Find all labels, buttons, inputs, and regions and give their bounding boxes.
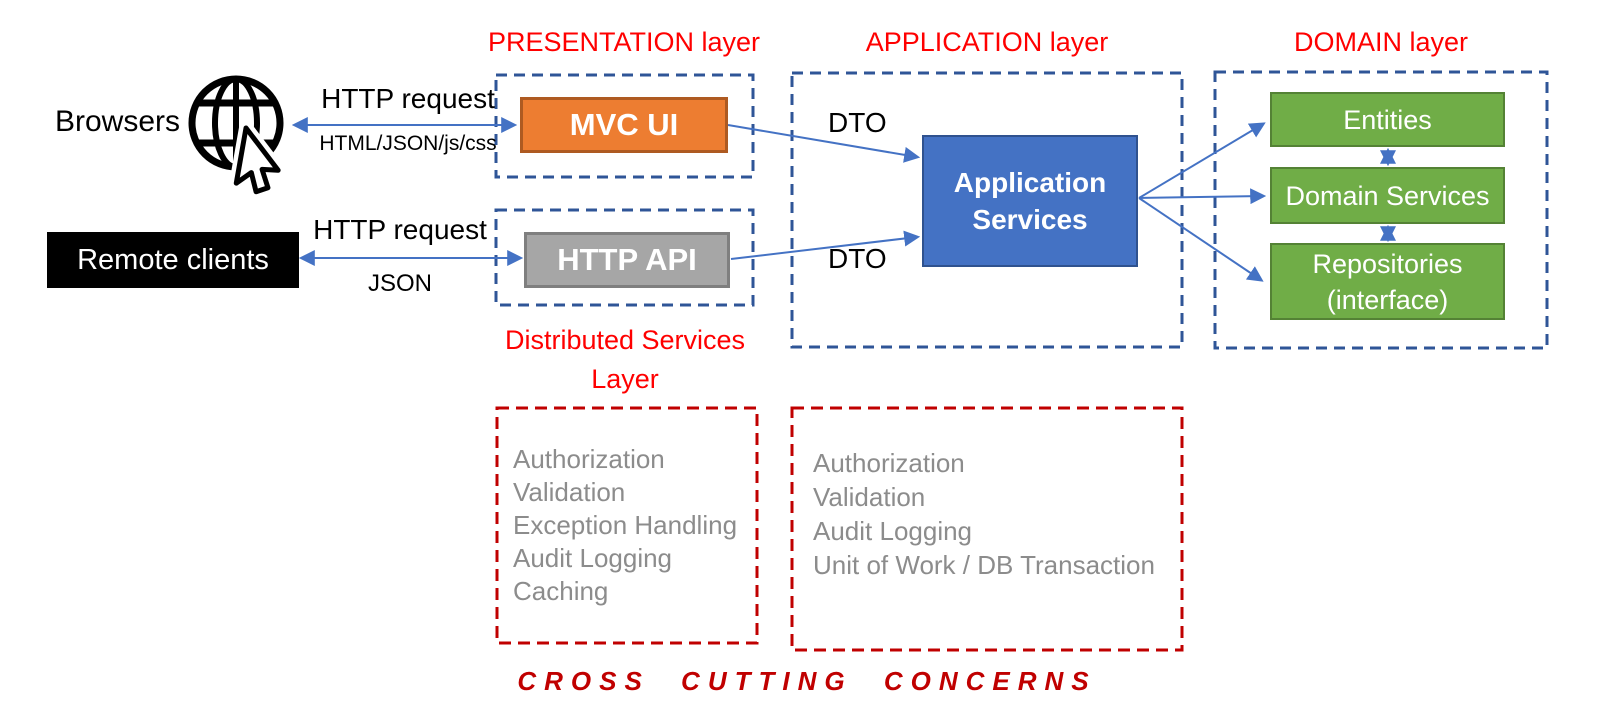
distributed-title-line2: Layer <box>591 364 659 394</box>
appservices-to-domainservices-arrow <box>1138 188 1267 205</box>
distributed-services-layer-title: Distributed Services Layer <box>480 321 770 399</box>
concern-item: Unit of Work / DB Transaction <box>813 550 1155 580</box>
concern-item: Authorization <box>513 444 665 474</box>
mvc-to-appservices-arrow <box>727 124 921 163</box>
appservices-to-entities-arrow <box>1138 122 1266 199</box>
browsers-label: Browsers <box>55 105 181 138</box>
concern-item: Validation <box>813 482 926 512</box>
entities-box: Entities <box>1270 92 1505 147</box>
concern-item: Caching <box>513 576 609 606</box>
domain-layer-title: DOMAIN layer <box>1293 27 1469 57</box>
distributed-title-line1: Distributed Services <box>504 325 746 355</box>
concern-item: Exception Handling <box>513 510 738 540</box>
mvc-ui-box: MVC UI <box>520 97 728 153</box>
concern-item: Audit Logging <box>813 516 973 546</box>
appservices-to-repositories-arrow <box>1138 197 1264 282</box>
domain-services-box: Domain Services <box>1270 167 1505 224</box>
presentation-layer-title: PRESENTATION layer <box>487 27 761 57</box>
repositories-box: Repositories (interface) <box>1270 243 1505 320</box>
cross-cutting-concerns-label: CROSS CUTTING CONCERNS <box>517 666 1097 696</box>
concern-item: Validation <box>513 477 626 507</box>
http-api-box: HTTP API <box>524 232 730 288</box>
api-to-appservices-arrow <box>730 230 921 260</box>
concern-item: Audit Logging <box>513 543 673 573</box>
remote-response-format-label: JSON <box>367 270 432 297</box>
application-layer-title: APPLICATION layer <box>865 27 1109 57</box>
concern-item: Authorization <box>813 448 965 478</box>
globe-pointer-icon <box>188 75 286 199</box>
remote-clients-box: Remote clients <box>47 232 299 288</box>
browser-response-format-label: HTML/JSON/js/css <box>319 132 497 155</box>
remote-http-request-label: HTTP request <box>313 214 487 245</box>
dto-label-bottom: DTO <box>828 243 887 274</box>
dto-label-top: DTO <box>828 107 887 138</box>
application-services-box: Application Services <box>922 135 1138 267</box>
browser-http-request-label: HTTP request <box>321 83 495 114</box>
